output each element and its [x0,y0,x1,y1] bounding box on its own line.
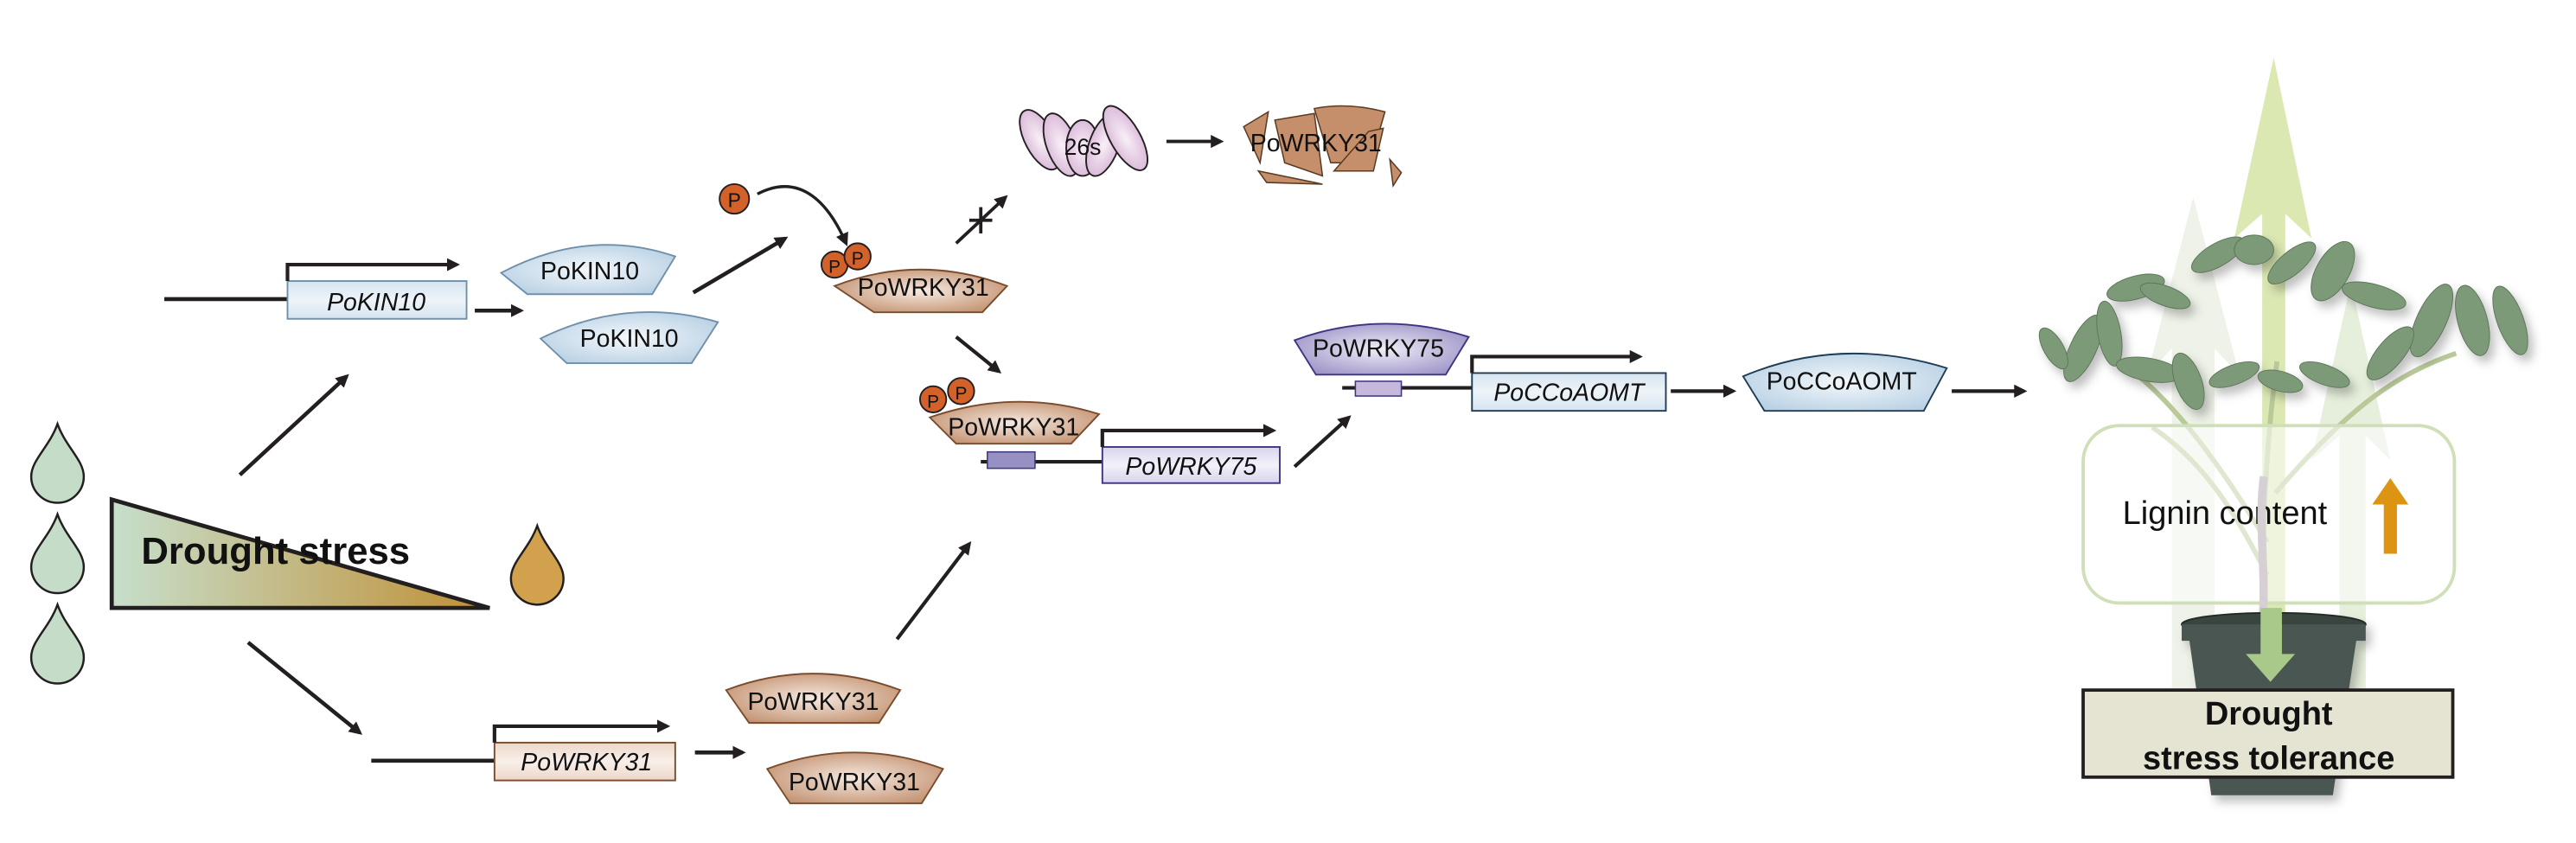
drought-stress-label: Drought stress [141,530,410,572]
arrow-wrky31-to-binding [955,335,1002,374]
gene-pokin10: PoKIN10 [163,258,468,320]
gene-poccoaomt: PoCCoAOMT [1342,349,1667,412]
proteasome-label: 26s [1064,134,1102,160]
gene-label: PoCCoAOMT [1493,380,1646,407]
promoter-element [1354,380,1403,397]
protein-label: PoWRKY31 [747,688,879,716]
protein-powrky31-phospho: PoWRKY31 P P [820,242,1009,314]
lignin-content-box [2081,424,2457,605]
dry-drop-icon [509,522,565,606]
arrow-stress-to-kin10 [238,374,349,476]
protein-label: PoKIN10 [580,325,679,353]
protein-label: PoKIN10 [540,258,639,285]
plant-illustration: Lignin content Drought stress tolerance [2038,57,2528,795]
water-drop-icon [29,601,86,685]
arrow-wrky75-translation [1293,415,1352,469]
gene-label: PoKIN10 [327,289,425,316]
water-drop-icon [29,511,86,595]
leaf-cluster [2038,234,2528,410]
arrow-stress-to-wrky31 [246,641,363,735]
arrow-wrky31-to-binding-bottom [895,541,972,641]
protein-powrky31-bound: PoWRKY31 P P [918,377,1101,445]
protein-label: PoWRKY31 [858,274,989,302]
proteasome-26s: 26s [1019,105,1148,177]
phosphate-label: P [927,392,939,412]
arrow-kin10-to-wrky31 [692,236,789,295]
gene-label: PoWRKY75 [1125,453,1256,481]
phosphate-label: P [828,258,841,278]
blocked-x-icon [968,207,993,233]
phosphate-free: P [719,183,751,215]
protein-pokin10-a: PoKIN10 [499,244,677,296]
lignin-content-label: Lignin content [2123,495,2328,532]
tolerance-line-1: Drought [2205,696,2333,732]
phosphate-label: P [728,189,741,212]
protein-label: PoWRKY31 [948,414,1079,442]
gene-powrky75: PoWRKY75 [981,424,1281,484]
phosphate-label: P [852,249,864,269]
protein-powrky31-b: PoWRKY31 [765,751,944,805]
arrow-phosphorylation [757,185,848,246]
protein-label: PoCCoAOMT [1767,367,1917,395]
increase-arrow-icon [2372,478,2409,554]
water-drop-icon [29,420,86,504]
protein-poccoaomt: PoCCoAOMT [1742,352,1948,412]
protein-label: PoWRKY31 [789,769,920,796]
protein-pokin10-b: PoKIN10 [539,311,719,365]
tolerance-line-2: stress tolerance [2143,740,2394,776]
phosphate-label: P [955,384,967,404]
gene-powrky31: PoWRKY31 [371,719,676,782]
downward-arrow-icon [2246,608,2296,682]
water-drops-wet [29,420,86,685]
protein-powrky31-a: PoWRKY31 [725,673,902,725]
promoter-element [987,450,1036,469]
protein-powrky75: PoWRKY75 [1293,323,1470,376]
gene-label: PoWRKY31 [521,749,652,776]
protein-label: PoWRKY75 [1313,335,1444,362]
degraded-powrky31: PoWRKY31 [1243,105,1403,188]
protein-label: PoWRKY31 [1250,130,1382,157]
drought-tolerance-box [2081,688,2455,779]
drought-stress-wedge: Drought stress [109,496,490,610]
